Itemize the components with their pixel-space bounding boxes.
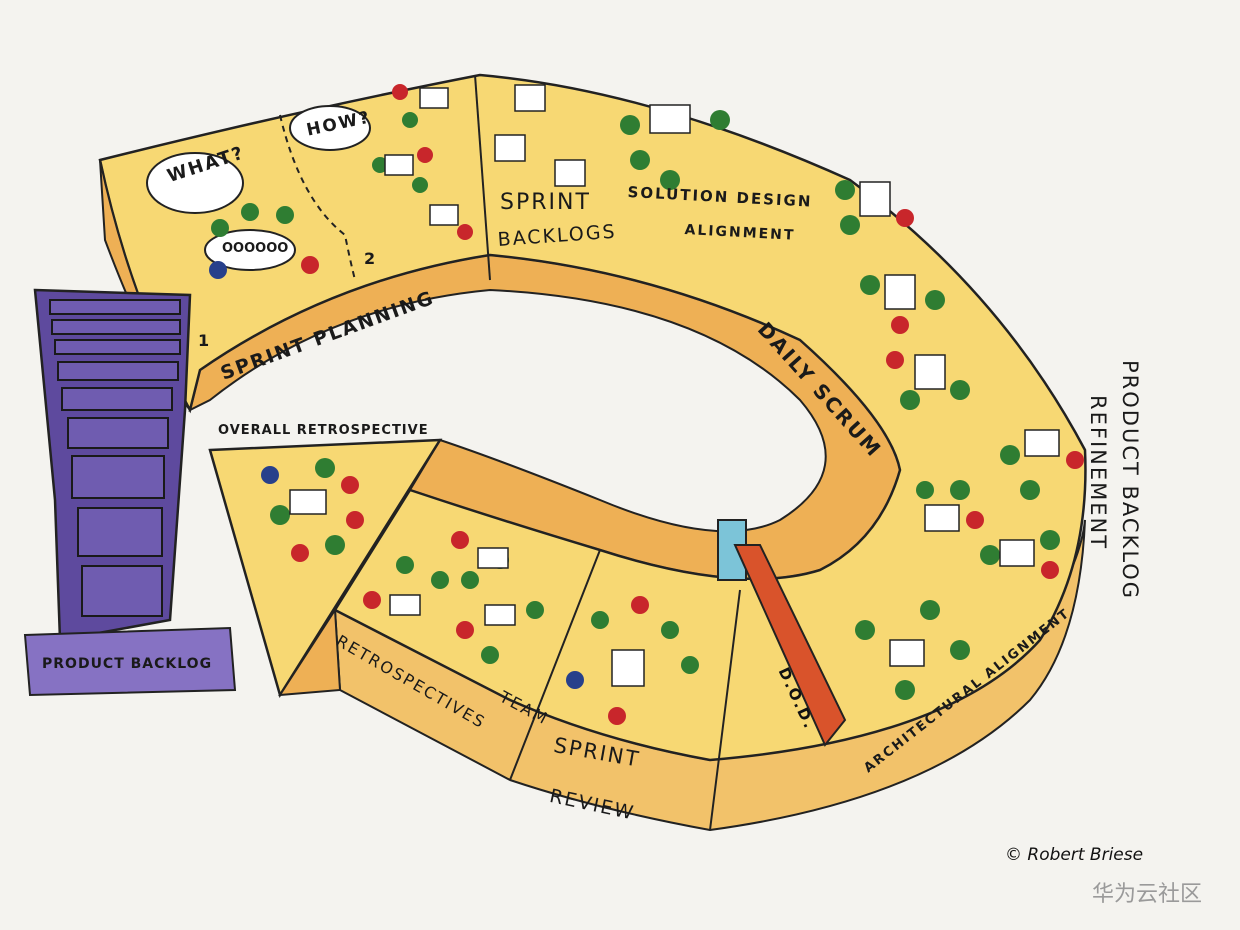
refinement-label-2: REFINEMENT [1086,395,1110,551]
what-bubble [146,152,244,214]
step-1: 1 [198,331,212,350]
team-bubble [204,229,296,271]
team-bubble-label: OOOOOO [222,241,289,256]
sprint-backlogs-label-1: SPRINT [500,190,591,215]
arrow-head [208,438,443,699]
boards [289,84,1060,687]
team-members [209,84,1084,725]
product-backlog-base [23,626,237,697]
author-credit: © Robert Briese [1005,845,1144,865]
watermark: 华为云社区 [1092,882,1203,907]
loop-top-surface [98,73,1087,762]
overall-retro-label: OVERALL RETROSPECTIVE [218,423,429,438]
dod-barrier [733,544,847,747]
step-2: 2 [364,249,378,268]
backlog-items [49,299,181,617]
product-backlog-label: PRODUCT BACKLOG [42,656,213,672]
how-bubble [289,105,371,151]
refinement-label-1: PRODUCT BACKLOG [1118,360,1142,601]
section-dividers [279,74,741,831]
arrow-head-wall [278,606,342,697]
